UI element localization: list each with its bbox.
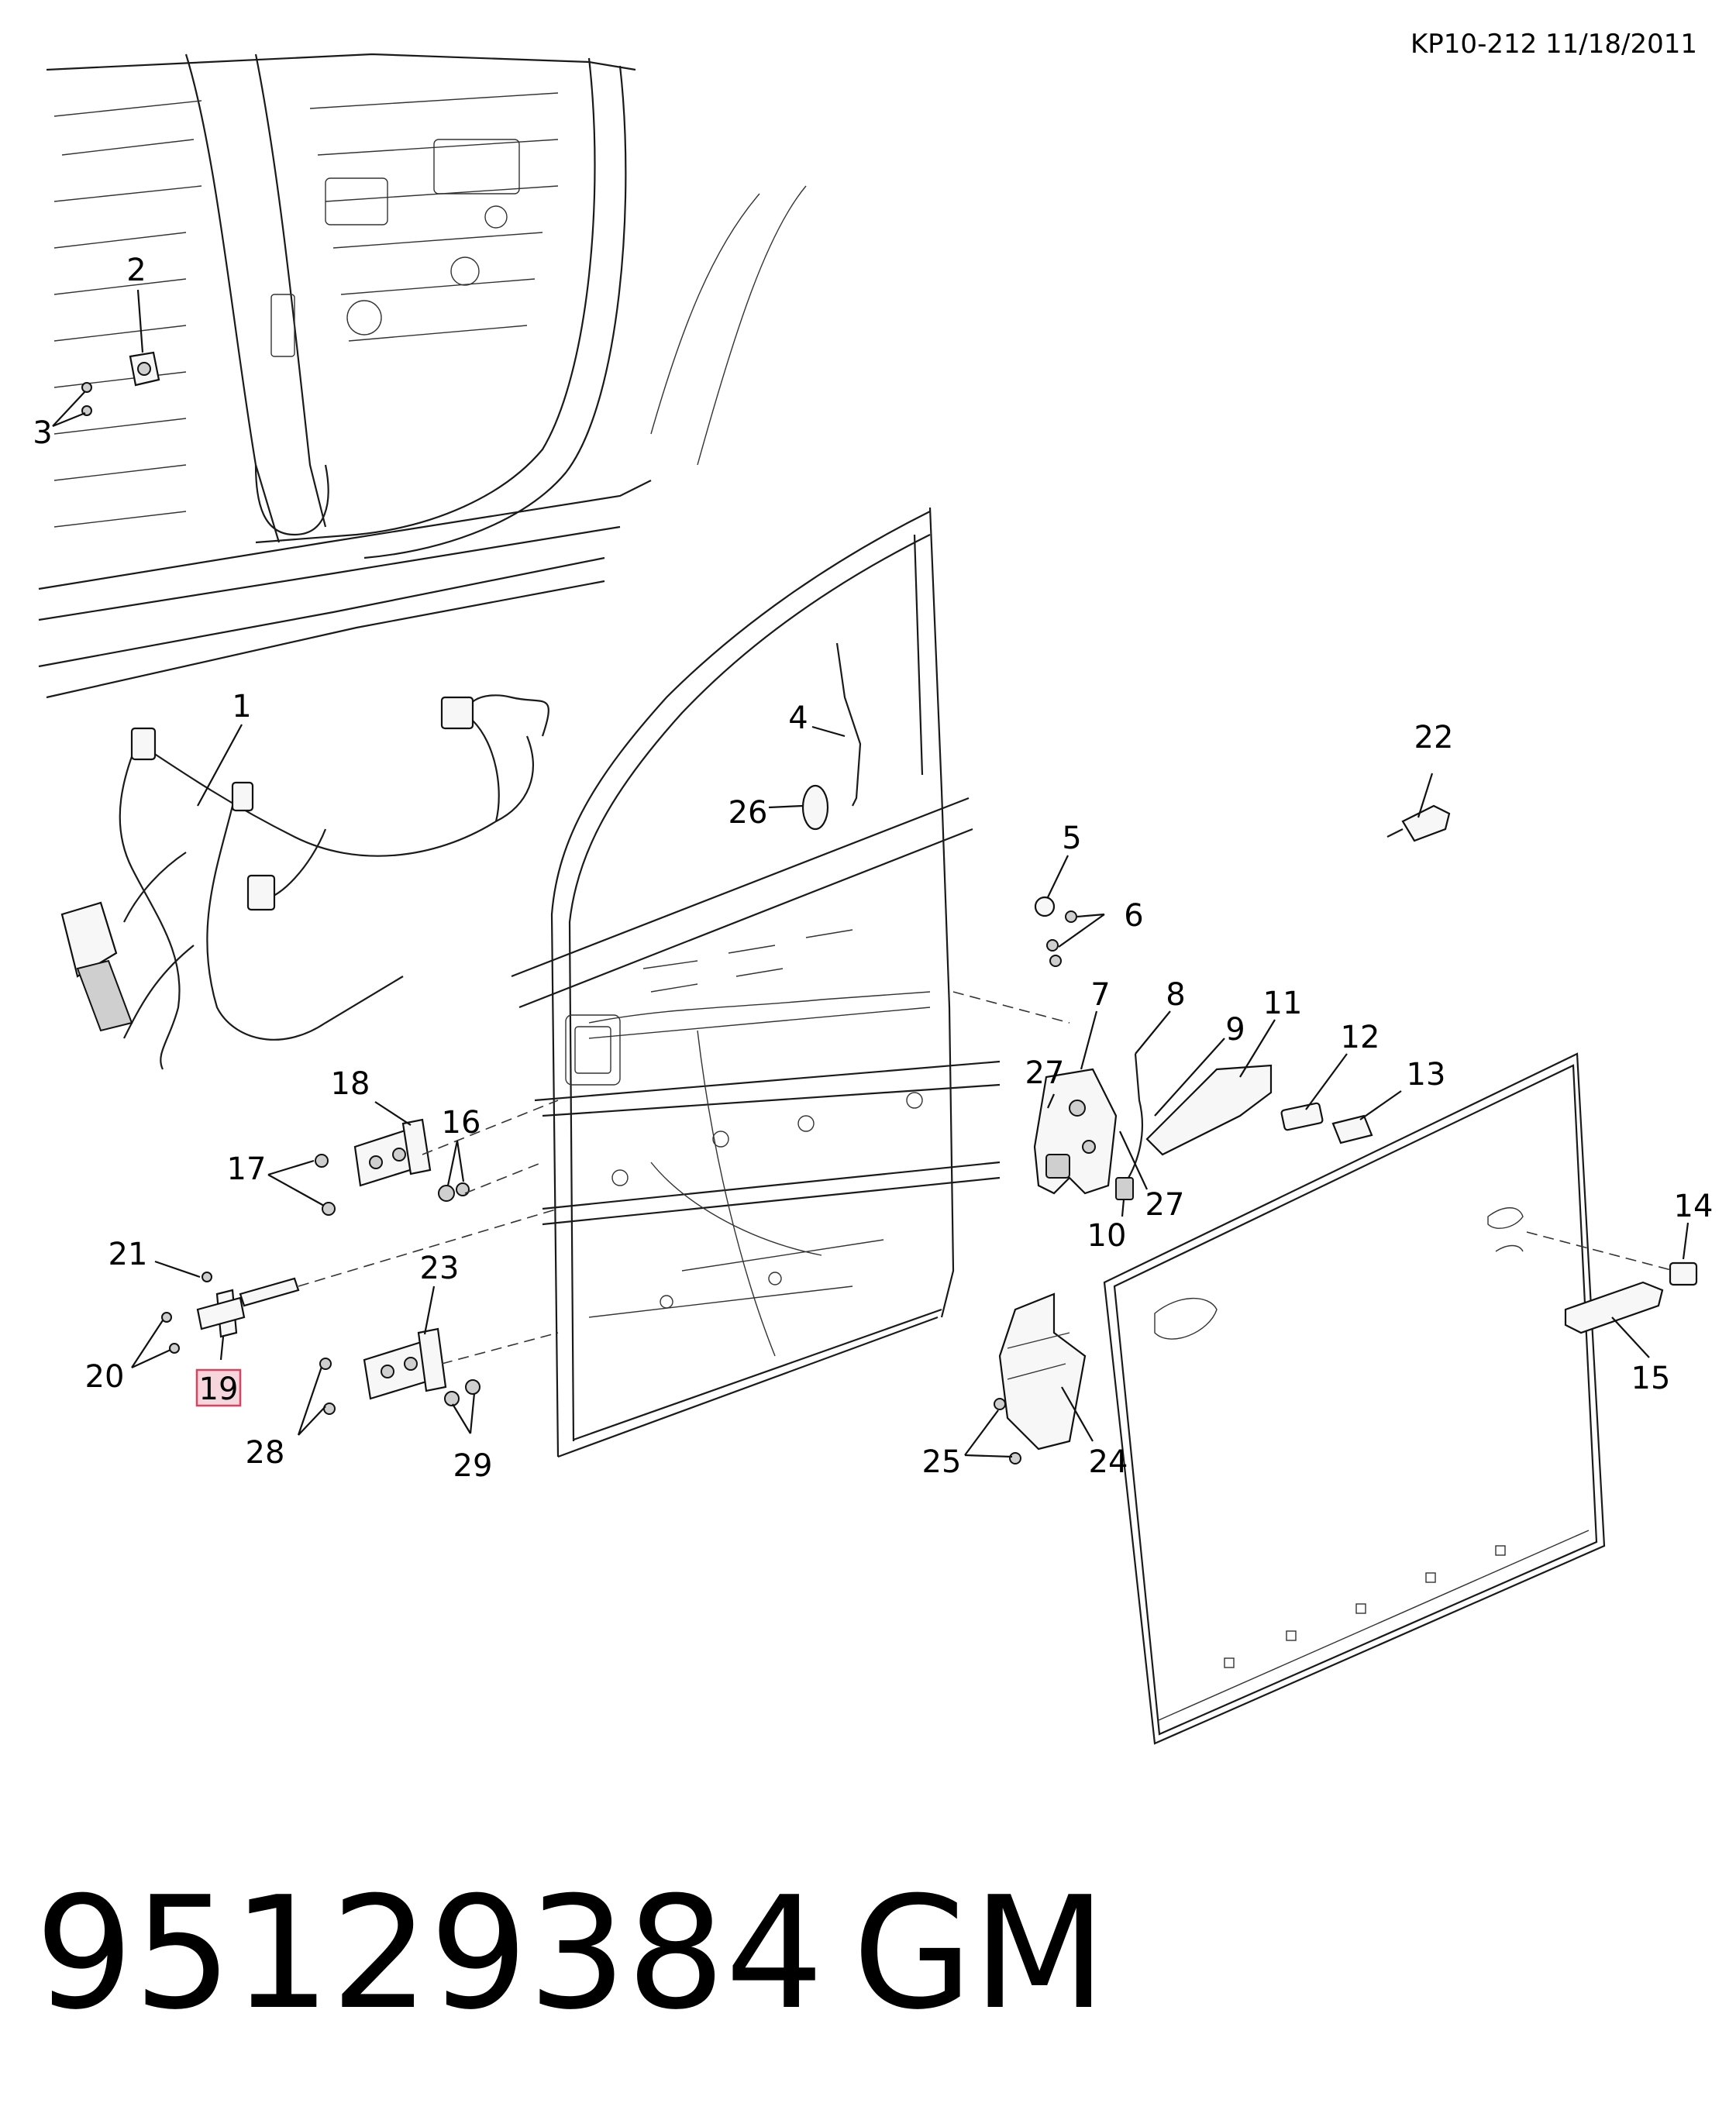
- part-19-door-check-link: [161, 1272, 300, 1354]
- callout-24[interactable]: 24: [1089, 1444, 1128, 1480]
- part-6-bolt-b: [1046, 939, 1059, 952]
- callout-26[interactable]: 26: [728, 795, 768, 831]
- part-4-rod: [835, 642, 862, 807]
- callout-2[interactable]: 2: [126, 253, 146, 288]
- part-22-key-fob: [1386, 804, 1451, 842]
- callout-21[interactable]: 21: [108, 1237, 148, 1272]
- callout-16[interactable]: 16: [442, 1105, 481, 1141]
- part-23-lower-hinge: [363, 1327, 447, 1400]
- callout-5[interactable]: 5: [1062, 821, 1081, 856]
- part-26-grommet: [801, 784, 829, 831]
- callout-22[interactable]: 22: [1414, 720, 1454, 755]
- callout-10[interactable]: 10: [1087, 1218, 1127, 1254]
- callout-29[interactable]: 29: [453, 1448, 493, 1484]
- part-13-lock-cylinder: [1331, 1114, 1373, 1144]
- diagram-code: KP10-212 11/18/2011: [1410, 29, 1697, 60]
- part-8-cable: [1123, 1053, 1144, 1186]
- callout-23[interactable]: 23: [420, 1251, 460, 1286]
- part-5-nut: [1034, 896, 1056, 917]
- door-inner-panel: [511, 507, 1001, 1458]
- brand-name: GM: [852, 1864, 1107, 2044]
- callout-19[interactable]: 19: [199, 1372, 239, 1407]
- part-6-bolt-a: [1065, 910, 1077, 923]
- part-10-clip: [1115, 1177, 1134, 1200]
- callout-11[interactable]: 11: [1263, 986, 1303, 1021]
- callout-14[interactable]: 14: [1674, 1189, 1714, 1224]
- callout-12[interactable]: 12: [1341, 1020, 1380, 1055]
- door-outer-panel: [1103, 1052, 1606, 1745]
- callout-9[interactable]: 9: [1225, 1012, 1245, 1048]
- part-6-bolt-c: [1049, 955, 1062, 967]
- callout-4[interactable]: 4: [788, 700, 808, 736]
- callout-15[interactable]: 15: [1631, 1361, 1671, 1396]
- callout-20[interactable]: 20: [85, 1359, 125, 1395]
- callout-27-upper[interactable]: 27: [1025, 1055, 1065, 1091]
- callout-7[interactable]: 7: [1090, 977, 1110, 1013]
- callout-25[interactable]: 25: [922, 1444, 962, 1480]
- part-18-upper-hinge: [353, 1118, 432, 1187]
- part-11-handle-bracket: [1145, 1064, 1273, 1156]
- callout-28[interactable]: 28: [246, 1435, 285, 1471]
- part-number: 95129384: [35, 1864, 824, 2044]
- part-7-door-latch: [1033, 1068, 1118, 1195]
- leader-lines: [52, 289, 1690, 1458]
- callout-13[interactable]: 13: [1407, 1057, 1446, 1093]
- callout-27-lower[interactable]: 27: [1145, 1187, 1185, 1223]
- callout-18[interactable]: 18: [331, 1066, 370, 1102]
- callout-labels: 1 2 3 4 5 6 7 8 9 10 11 12 13 14 15 16 1…: [33, 253, 1713, 1484]
- part-24-bracket: [998, 1292, 1087, 1451]
- callout-1[interactable]: 1: [232, 689, 251, 724]
- callout-19-highlight: [195, 1368, 242, 1407]
- part-15-outside-handle: [1564, 1281, 1664, 1334]
- part-14-handle-cap: [1669, 1261, 1698, 1286]
- callout-17[interactable]: 17: [227, 1151, 267, 1187]
- part-1-wiring-harness: [60, 694, 549, 1070]
- callout-3[interactable]: 3: [33, 415, 52, 451]
- body-side-structure: [38, 53, 807, 699]
- part-12-gasket: [1280, 1102, 1324, 1131]
- callout-6[interactable]: 6: [1124, 898, 1143, 934]
- callout-8[interactable]: 8: [1166, 977, 1185, 1013]
